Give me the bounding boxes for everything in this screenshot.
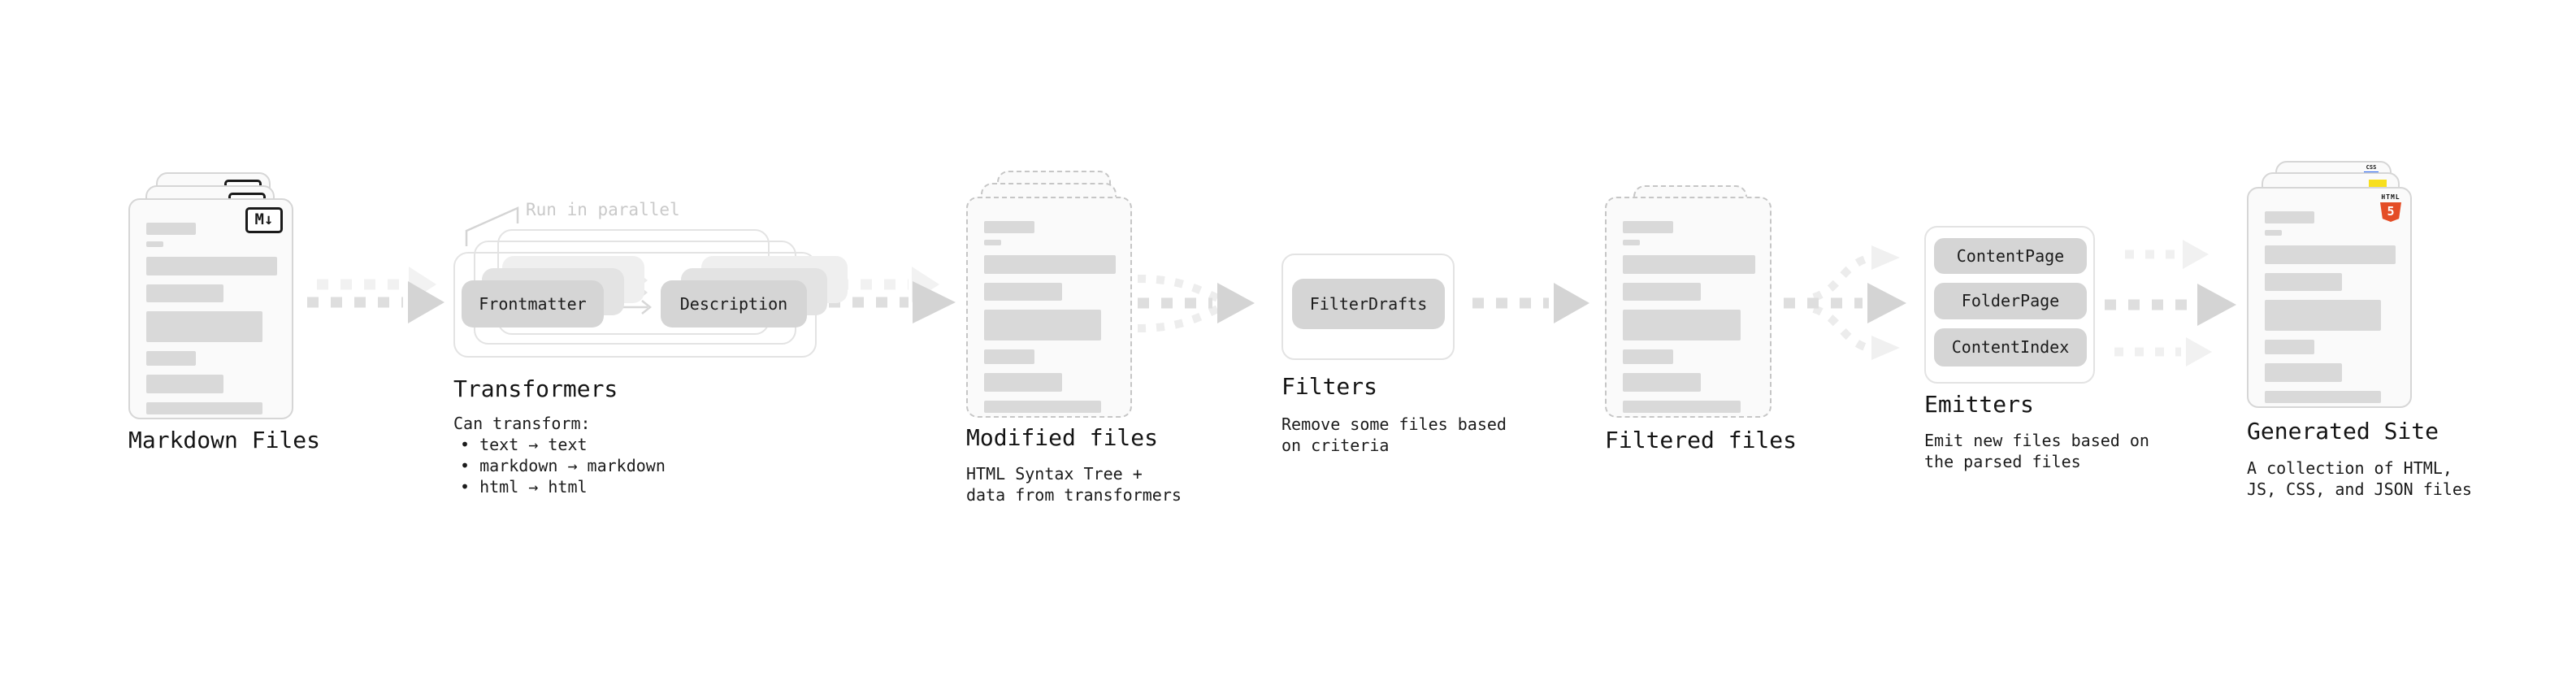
arrow-filters-to-filtered bbox=[1472, 283, 1589, 323]
placeholder-bar bbox=[984, 310, 1102, 340]
placeholder-bar bbox=[146, 375, 223, 393]
markdown-file-card: M↓ bbox=[128, 198, 293, 419]
file-content-bars bbox=[2249, 189, 2410, 406]
placeholder-bar bbox=[1623, 373, 1702, 392]
markdown-icon-text: M↓ bbox=[254, 210, 274, 228]
placeholder-bar bbox=[2265, 363, 2342, 382]
run-in-parallel-note: Run in parallel bbox=[526, 200, 680, 219]
filter-pill-filterdrafts: FilterDrafts bbox=[1292, 279, 1445, 329]
stage-title-modified-files: Modified files bbox=[966, 424, 1159, 451]
stage-title-emitters: Emitters bbox=[1924, 391, 2034, 418]
emitters-box bbox=[1924, 226, 2095, 384]
placeholder-bar bbox=[146, 223, 197, 235]
stage-description-emitters: Emit new files based on the parsed files bbox=[1924, 430, 2149, 472]
placeholder-bar bbox=[146, 402, 263, 414]
placeholder-bar bbox=[1623, 349, 1673, 364]
description-line: the parsed files bbox=[1924, 452, 2081, 471]
placeholder-bar bbox=[146, 257, 277, 275]
placeholder-bar bbox=[146, 311, 263, 342]
pill-label: FolderPage bbox=[1961, 291, 2060, 310]
description-line: data from transformers bbox=[966, 485, 1182, 505]
placeholder-bar bbox=[2265, 273, 2342, 291]
arrow-emitters-to-generated bbox=[2105, 240, 2236, 367]
generated-file-card: HTML 5 bbox=[2247, 187, 2412, 408]
placeholder-bar bbox=[2265, 340, 2315, 354]
filtered-file-card bbox=[1605, 197, 1772, 418]
stage-title-filters: Filters bbox=[1281, 373, 1378, 400]
description-line: • markdown → markdown bbox=[460, 456, 666, 475]
placeholder-bar bbox=[146, 351, 197, 366]
pill-label: ContentIndex bbox=[1951, 337, 2070, 357]
placeholder-bar bbox=[984, 255, 1116, 274]
stage-title-transformers: Transformers bbox=[453, 375, 618, 402]
file-content-bars bbox=[1607, 198, 1770, 416]
stage-description-filters: Remove some files based on criteria bbox=[1281, 414, 1507, 456]
placeholder-bar bbox=[2265, 230, 2282, 236]
pill-label: FilterDrafts bbox=[1309, 294, 1428, 314]
placeholder-bar bbox=[984, 283, 1062, 301]
description-line: HTML Syntax Tree + bbox=[966, 464, 1143, 484]
arrow-transformers-to-modified bbox=[829, 267, 956, 323]
description-line: Emit new files based on bbox=[1924, 431, 2149, 450]
stage-description-modified: HTML Syntax Tree + data from transformer… bbox=[966, 463, 1182, 505]
arrow-modified-to-filters bbox=[1137, 275, 1255, 332]
file-content-bars bbox=[130, 200, 292, 418]
description-line: A collection of HTML, bbox=[2247, 458, 2452, 478]
placeholder-bar bbox=[984, 240, 1002, 245]
stage-description-transformers: Can transform: • text → text • markdown … bbox=[453, 413, 666, 497]
description-line: JS, CSS, and JSON files bbox=[2247, 479, 2472, 499]
run-in-parallel-callout-line bbox=[465, 206, 519, 246]
html5-icon: HTML 5 bbox=[2380, 193, 2401, 222]
placeholder-bar bbox=[2265, 245, 2396, 264]
placeholder-bar bbox=[146, 284, 223, 302]
placeholder-bar bbox=[1623, 310, 1741, 340]
placeholder-bar bbox=[984, 349, 1034, 364]
placeholder-bar bbox=[1623, 221, 1673, 233]
markdown-icon: M↓ bbox=[245, 207, 283, 233]
filters-box bbox=[1281, 254, 1455, 360]
emitter-pill-contentpage: ContentPage bbox=[1934, 238, 2087, 274]
pill-label: Description bbox=[679, 294, 788, 314]
description-line: Can transform: bbox=[453, 414, 591, 433]
pill-label: Frontmatter bbox=[479, 294, 587, 314]
placeholder-bar bbox=[1623, 240, 1641, 245]
stage-title-filtered-files: Filtered files bbox=[1605, 427, 1798, 453]
placeholder-bar bbox=[984, 401, 1102, 413]
placeholder-bar bbox=[146, 241, 163, 247]
placeholder-bar bbox=[2265, 391, 2382, 403]
arrow-markdown-to-transformers bbox=[307, 267, 445, 323]
file-content-bars bbox=[968, 198, 1130, 416]
placeholder-bar bbox=[984, 221, 1034, 233]
emitter-pill-folderpage: FolderPage bbox=[1934, 283, 2087, 319]
arrow-filtered-to-emitters bbox=[1784, 245, 1906, 360]
stage-title-generated-site: Generated Site bbox=[2247, 418, 2439, 445]
description-line: Remove some files based bbox=[1281, 414, 1507, 434]
description-line: • text → text bbox=[460, 435, 588, 454]
emitter-pill-contentindex: ContentIndex bbox=[1934, 328, 2087, 367]
modified-file-card bbox=[966, 197, 1132, 418]
html5-icon-digit: 5 bbox=[2387, 204, 2395, 219]
placeholder-bar bbox=[984, 373, 1062, 392]
stage-title-markdown-files: Markdown Files bbox=[128, 427, 321, 453]
placeholder-bar bbox=[1623, 401, 1741, 413]
placeholder-bar bbox=[2265, 211, 2315, 223]
html5-icon-shield: 5 bbox=[2380, 202, 2401, 222]
description-line: on criteria bbox=[1281, 436, 1390, 455]
pill-label: ContentPage bbox=[1956, 246, 2065, 266]
css-icon-text: CSS bbox=[2366, 164, 2377, 171]
transformer-pill-frontmatter: Frontmatter bbox=[462, 280, 604, 327]
js-icon bbox=[2369, 180, 2387, 188]
placeholder-bar bbox=[2265, 300, 2382, 331]
description-line: • html → html bbox=[460, 477, 588, 497]
html5-icon-text: HTML bbox=[2381, 193, 2400, 201]
placeholder-bar bbox=[1623, 255, 1755, 274]
placeholder-bar bbox=[1623, 283, 1702, 301]
stage-description-generated: A collection of HTML, JS, CSS, and JSON … bbox=[2247, 458, 2472, 500]
transformer-pill-description: Description bbox=[661, 280, 807, 327]
